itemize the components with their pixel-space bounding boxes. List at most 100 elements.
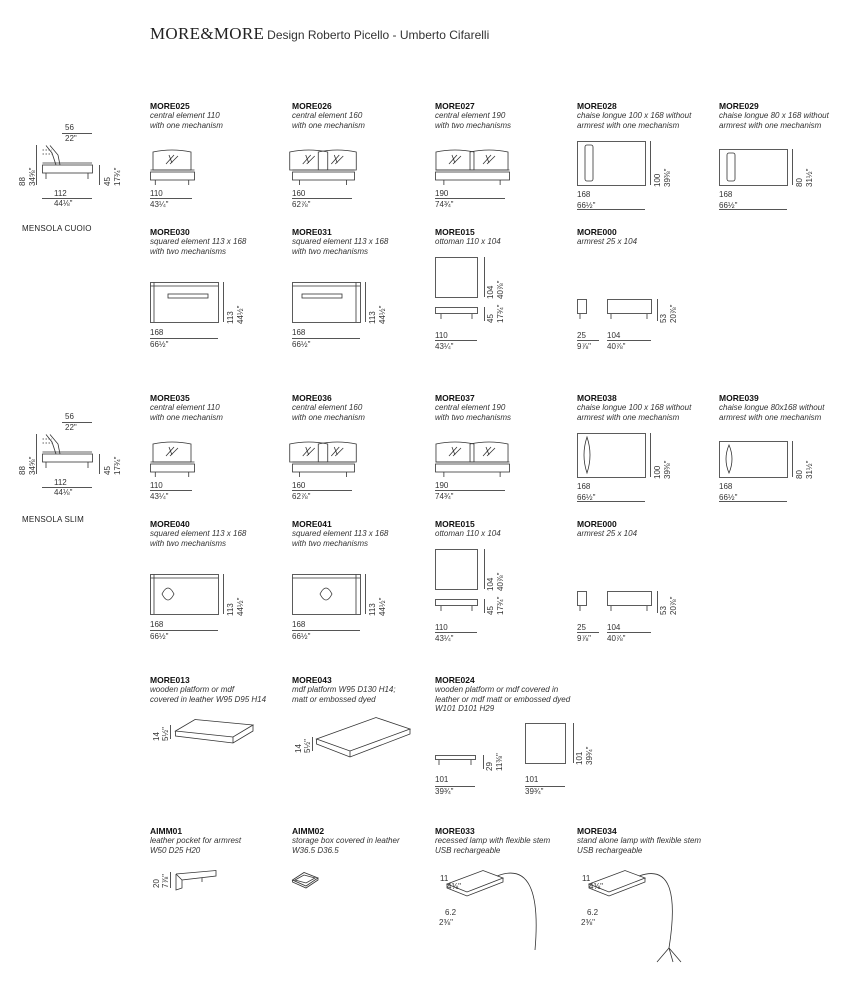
product-description: squared element 113 x 168 with two mecha… — [150, 529, 247, 548]
product-code: MORE033 — [435, 826, 475, 836]
armrest-depth-in: 9⅞" — [577, 342, 591, 351]
height-in: 17¾" — [496, 596, 505, 615]
height-cm: 14 — [152, 732, 161, 741]
product-description: squared element 113 x 168 with two mecha… — [292, 237, 389, 256]
lamp-dim-a-in: 4⅜" — [589, 882, 603, 891]
depth-in: 39¾" — [585, 746, 594, 765]
armrest-depth-cm: 25 — [577, 623, 586, 632]
dimension-line — [99, 165, 100, 185]
dimension-line — [223, 282, 224, 322]
height-in: 17¾" — [496, 304, 505, 323]
product-description: armrest 25 x 104 — [577, 237, 638, 246]
platform-front-drawing — [435, 755, 476, 765]
width-in: 66½" — [577, 493, 596, 502]
height-cm: 29 — [485, 762, 494, 771]
product-code: MORE039 — [719, 393, 759, 403]
dimension-line — [223, 574, 224, 614]
width-in: 62⅞" — [292, 200, 311, 209]
depth-cm: 104 — [486, 577, 495, 591]
height-cm: 53 — [659, 606, 668, 615]
width-cm: 110 — [435, 331, 448, 340]
product-code: MORE030 — [150, 227, 190, 237]
product-description: chaise longue 100 x 168 without armrest … — [577, 403, 692, 422]
height-in: 31½" — [805, 168, 814, 187]
product-description: ottoman 110 x 104 — [435, 529, 501, 538]
height-in: 39⅜" — [663, 168, 672, 187]
width-in: 66½" — [150, 632, 169, 641]
sofa-front-drawing — [435, 441, 510, 477]
product-code: AIMM02 — [292, 826, 325, 836]
side-height-cm: 88 — [18, 177, 27, 186]
sofa-front-drawing — [289, 149, 357, 185]
ottoman-front-drawing — [435, 307, 478, 319]
height-cm: 100 — [653, 465, 662, 479]
product-description: central element 110 with one mechanism — [150, 403, 223, 422]
height-in: 5½" — [303, 739, 312, 753]
storage-box-drawing — [291, 872, 319, 889]
width-in: 43¼" — [435, 634, 454, 643]
height-cm: 80 — [795, 178, 804, 187]
width-cm: 190 — [435, 481, 449, 490]
width-in: 66½" — [577, 201, 596, 210]
product-code: MORE041 — [292, 519, 332, 529]
dimension-line — [292, 198, 352, 199]
width-in: 43¼" — [150, 200, 169, 209]
width-in: 74¾" — [435, 492, 454, 501]
armrest-front-drawing — [607, 299, 652, 319]
dimension-line — [792, 441, 793, 477]
dimension-line — [483, 755, 484, 769]
dimension-line — [719, 209, 787, 210]
width-in: 66½" — [150, 340, 169, 349]
armrest-side-drawing — [577, 299, 587, 319]
width-in: 66½" — [719, 493, 738, 502]
dimension-line — [484, 307, 485, 321]
platform-drawing — [315, 717, 412, 758]
width-in: 66½" — [719, 201, 738, 210]
height-cm: 53 — [659, 314, 668, 323]
lamp-dim-b-in: 2⅜" — [581, 918, 595, 927]
height-in: 31½" — [805, 460, 814, 479]
product-code: MORE000 — [577, 227, 617, 237]
height-cm: 80 — [795, 470, 804, 479]
product-description: chaise longue 80 x 168 without armrest w… — [719, 111, 829, 130]
corner-element-drawing — [150, 574, 219, 615]
side-width-in: 44⅛" — [54, 488, 73, 497]
armrest-length-cm: 104 — [607, 623, 621, 632]
sofa-front-drawing — [150, 441, 195, 477]
width-cm: 168 — [577, 482, 591, 491]
side-depth-cm: 56 — [65, 123, 74, 132]
product-description: central element 160 with one mechanism — [292, 111, 365, 130]
dimension-line — [435, 198, 505, 199]
dimension-line — [484, 599, 485, 613]
pocket-drawing — [175, 870, 217, 891]
dimension-line — [150, 630, 218, 631]
width-in: 39¾" — [435, 787, 454, 796]
sofa-front-drawing — [289, 441, 357, 477]
product-code: MORE015 — [435, 227, 475, 237]
product-code: MORE036 — [292, 393, 332, 403]
chaise-top-drawing — [577, 433, 646, 478]
product-code: MORE025 — [150, 101, 190, 111]
product-code: MORE028 — [577, 101, 617, 111]
dimension-line — [484, 549, 485, 589]
width-cm: 110 — [150, 189, 163, 198]
armrest-length-in: 40⅞" — [607, 634, 626, 643]
dimension-line — [435, 340, 477, 341]
product-description: armrest 25 x 104 — [577, 529, 638, 538]
width-cm: 160 — [292, 481, 306, 490]
height-in: 5½" — [161, 727, 170, 741]
brand-logo: MORE&MORE — [150, 24, 265, 43]
dimension-line — [607, 340, 651, 341]
height-cm: 100 — [653, 173, 662, 187]
section-label-cuoio: MENSOLA CUOIO — [22, 224, 92, 233]
